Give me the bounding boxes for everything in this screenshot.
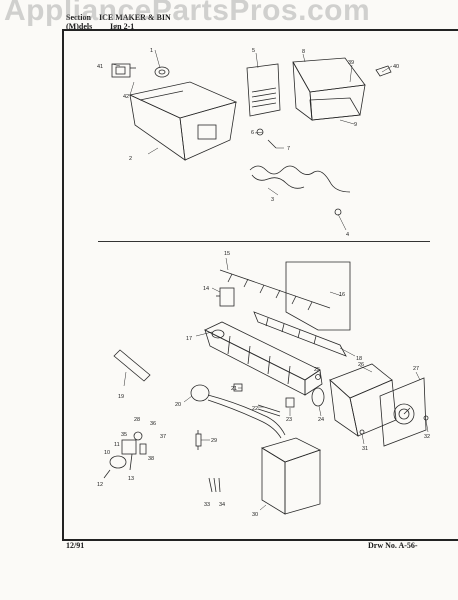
part-30-insulation-block [261, 437, 322, 515]
callout-40: 40 [393, 64, 399, 70]
part-27-control-module [379, 377, 427, 447]
part-33-34-terminals [208, 477, 221, 493]
callout-16: 16 [339, 292, 345, 298]
callout-6: 6 [251, 130, 254, 136]
callout-1: 1 [150, 48, 153, 54]
callout-32: 32 [424, 434, 430, 440]
footer-date: 12/91 [66, 541, 85, 550]
callout-7: 7 [287, 146, 290, 152]
part-14-switch [216, 287, 235, 307]
part-40-clip [375, 65, 392, 77]
part-8-cover [292, 57, 366, 121]
callout-42: 42 [123, 94, 129, 100]
callout-15: 15 [224, 251, 230, 257]
callout-8: 8 [302, 49, 305, 55]
part-32-screw [423, 415, 429, 421]
callout-39: 39 [348, 60, 354, 66]
part-16-plate [285, 261, 351, 331]
part-24-gear [311, 387, 325, 407]
callout-36: 36 [150, 421, 156, 427]
callout-37: 37 [160, 434, 166, 440]
callout-4: 4 [346, 232, 349, 238]
part-17-ice-mold [204, 321, 323, 396]
callout-28: 28 [134, 417, 140, 423]
callout-21: 21 [231, 386, 237, 392]
part-20-heater [190, 384, 286, 439]
callout-3: 3 [271, 197, 274, 203]
part-19-fill-tube [113, 349, 151, 382]
callout-12: 12 [97, 482, 103, 488]
callout-41: 41 [97, 64, 103, 70]
part-18-stripper [253, 311, 347, 357]
callout-14: 14 [203, 286, 209, 292]
callout-13: 13 [128, 476, 134, 482]
part-15-ejector-blade [219, 269, 331, 311]
section-label: Section [66, 13, 91, 22]
callout-2: 2 [129, 156, 132, 162]
models-value: Ign 2-1 [110, 22, 135, 31]
callout-17: 17 [186, 336, 192, 342]
callout-18: 18 [356, 356, 362, 362]
callout-23: 23 [286, 417, 292, 423]
frame-bottom-rule [62, 539, 458, 541]
part-1-knob [154, 66, 170, 78]
callout-34: 34 [219, 502, 225, 508]
section-separator [98, 241, 430, 242]
callout-38: 38 [148, 456, 154, 462]
callout-9: 9 [354, 122, 357, 128]
part-29-fuse [195, 430, 202, 450]
callout-29: 29 [211, 438, 217, 444]
callout-30: 30 [252, 512, 258, 518]
models-label: (M)dels [66, 22, 93, 31]
part-25-screw [315, 374, 321, 380]
drawing-number: Drw No. A-56- [368, 541, 418, 550]
part-21-bracket [233, 383, 243, 392]
part-23-clip [285, 397, 295, 408]
part-3-wire-harness [249, 165, 351, 216]
part-5-bracket [246, 63, 281, 117]
part-26-motor-housing [329, 363, 397, 437]
part-7-screw [267, 139, 277, 149]
callout-26: 26 [358, 362, 364, 368]
callout-27: 27 [413, 366, 419, 372]
callout-10: 10 [104, 450, 110, 456]
callout-33: 33 [204, 502, 210, 508]
drawing-frame [62, 29, 458, 541]
callout-31: 31 [362, 446, 368, 452]
section-title: ICE MAKER & BIN [99, 13, 171, 22]
callout-35: 35 [121, 432, 127, 438]
callout-20: 20 [175, 402, 181, 408]
callout-24: 24 [318, 417, 324, 423]
callout-11: 11 [114, 442, 120, 448]
part-22-guard [257, 404, 281, 417]
callout-5: 5 [252, 48, 255, 54]
callout-25: 25 [314, 367, 320, 373]
part-10-13-valve-assembly [103, 431, 147, 479]
part-41-bracket [111, 63, 136, 78]
part-2-ice-bin [128, 81, 238, 161]
callout-19: 19 [118, 394, 124, 400]
callout-22: 22 [252, 406, 258, 412]
part-31-screw [359, 429, 365, 435]
